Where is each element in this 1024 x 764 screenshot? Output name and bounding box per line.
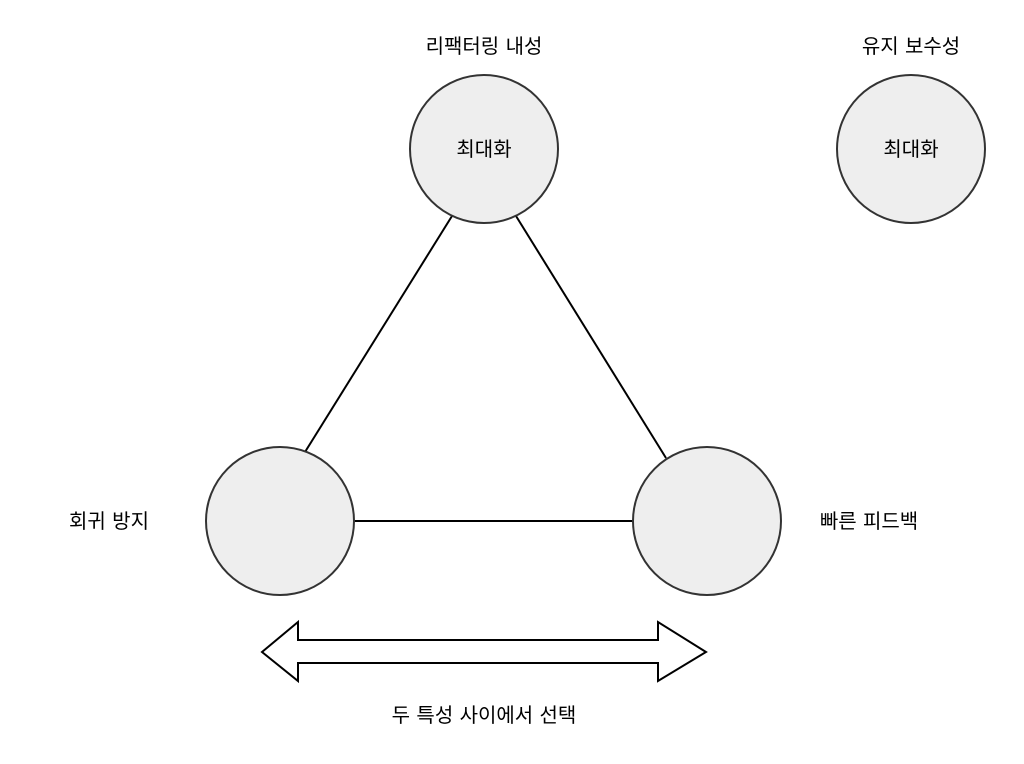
node-refactoring-resistance bbox=[409, 74, 559, 224]
node-top-inner-label: 최대화 bbox=[456, 137, 511, 161]
edge-top-left bbox=[304, 215, 453, 453]
node-side-title: 유지 보수성 bbox=[862, 34, 960, 58]
node-left-title: 회귀 방지 bbox=[69, 509, 149, 533]
edge-top-right bbox=[515, 215, 667, 459]
node-top-title: 리팩터링 내성 bbox=[426, 34, 543, 58]
arrow-caption: 두 특성 사이에서 선택 bbox=[392, 703, 577, 727]
node-right-title: 빠른 피드백 bbox=[820, 509, 918, 533]
node-maintainability bbox=[836, 74, 986, 224]
double-arrow-icon bbox=[260, 619, 708, 684]
node-fast-feedback bbox=[632, 446, 782, 596]
node-regression-protection bbox=[205, 446, 355, 596]
node-side-inner-label: 최대화 bbox=[883, 137, 938, 161]
